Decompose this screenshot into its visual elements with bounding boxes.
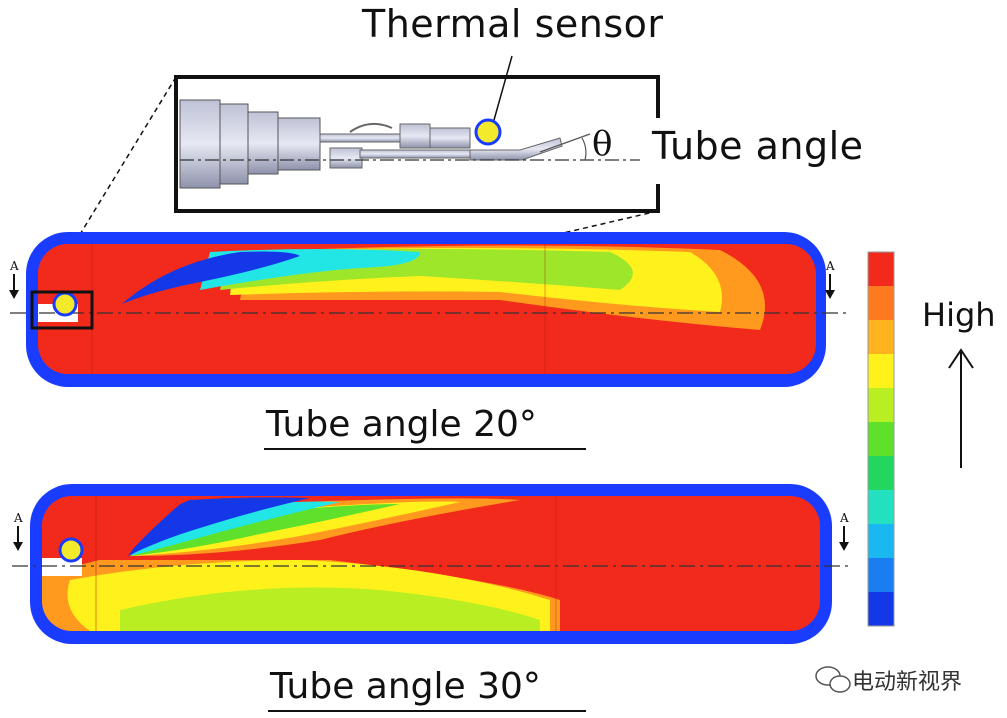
tank-30-deg: A A: [12, 484, 852, 644]
svg-text:A: A: [13, 511, 23, 525]
high-label: High: [922, 296, 996, 334]
tube-angle-label: Tube angle: [652, 124, 864, 168]
colorbar-segment: [868, 320, 894, 355]
caption-tube-angle-30: Tube angle 30°: [270, 666, 541, 707]
colorbar-segment: [868, 524, 894, 559]
colorbar-segment: [868, 558, 894, 593]
inset-sensor-dot: [474, 118, 502, 146]
colorbar-segment: [868, 592, 894, 627]
theta-label: θ: [592, 124, 613, 164]
colorbar-segment: [868, 252, 894, 287]
section-marker-right-top: A: [825, 259, 835, 299]
top-sensor-dot: [52, 291, 78, 317]
svg-text:A: A: [9, 259, 19, 273]
inset-zoom-box: [174, 55, 670, 213]
section-marker-left-bottom: A: [13, 511, 23, 551]
section-marker-right-bottom: A: [839, 511, 849, 551]
caption-30-underline: [268, 710, 586, 712]
up-arrow-icon: [948, 348, 974, 468]
svg-text:A: A: [825, 259, 835, 273]
heater-assembly-drawing: [179, 99, 563, 189]
temperature-colorbar: [868, 252, 894, 627]
colorbar-segment: [868, 388, 894, 423]
colorbar-segment: [868, 490, 894, 525]
thermal-sensor-label: Thermal sensor: [362, 2, 664, 46]
colorbar-segment: [868, 354, 894, 389]
colorbar-segment: [868, 422, 894, 457]
caption-20-underline: [264, 448, 586, 450]
watermark-text: 电动新视界: [852, 670, 963, 695]
tank-20-deg: A A: [9, 232, 850, 387]
section-marker-left-top: A: [9, 259, 19, 299]
bottom-sensor-dot: [58, 537, 84, 563]
colorbar-segment: [868, 286, 894, 321]
colorbar-segment: [868, 456, 894, 491]
caption-tube-angle-20: Tube angle 20°: [266, 404, 537, 445]
svg-text:A: A: [839, 511, 849, 525]
wechat-icon: [815, 666, 851, 693]
